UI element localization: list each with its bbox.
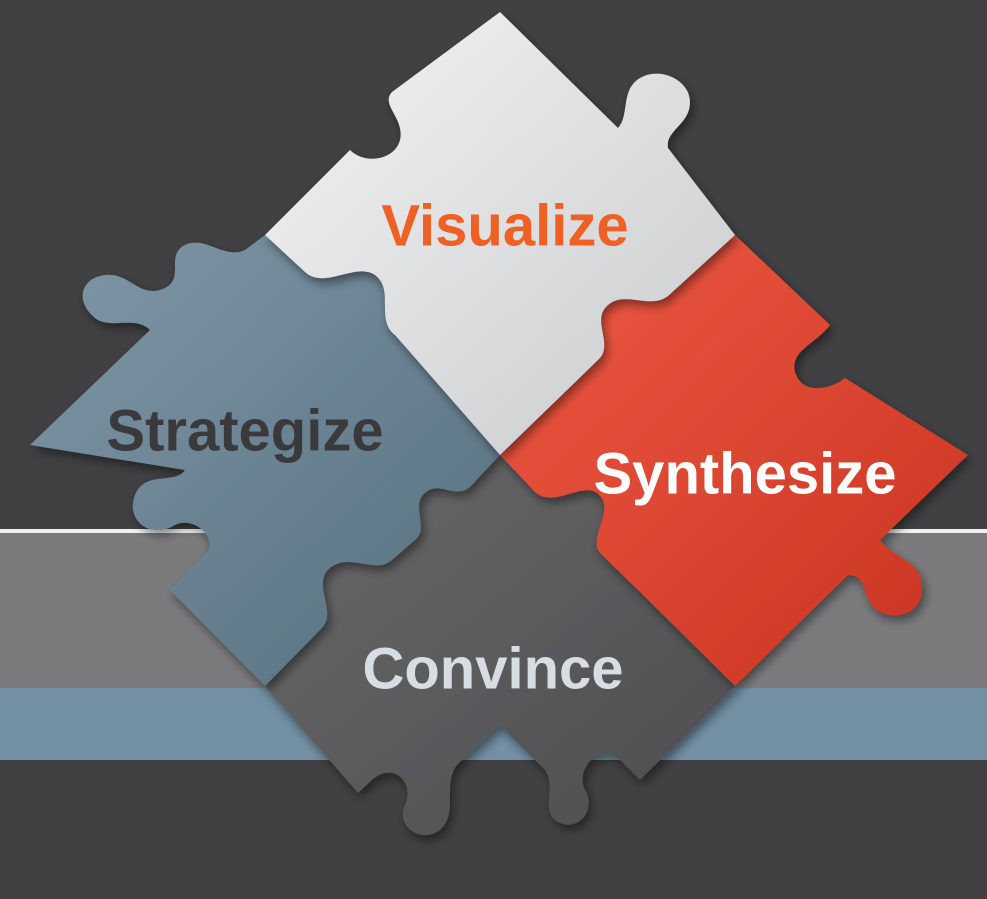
- piece-strategize: [30, 235, 500, 686]
- piece-convince: [265, 455, 735, 836]
- piece-synthesize: [500, 235, 968, 686]
- label-strategize: Strategize: [106, 398, 383, 463]
- piece-visualize: [265, 12, 735, 455]
- label-convince: Convince: [362, 636, 623, 701]
- label-visualize: Visualize: [381, 193, 628, 258]
- label-synthesize: Synthesize: [594, 441, 897, 506]
